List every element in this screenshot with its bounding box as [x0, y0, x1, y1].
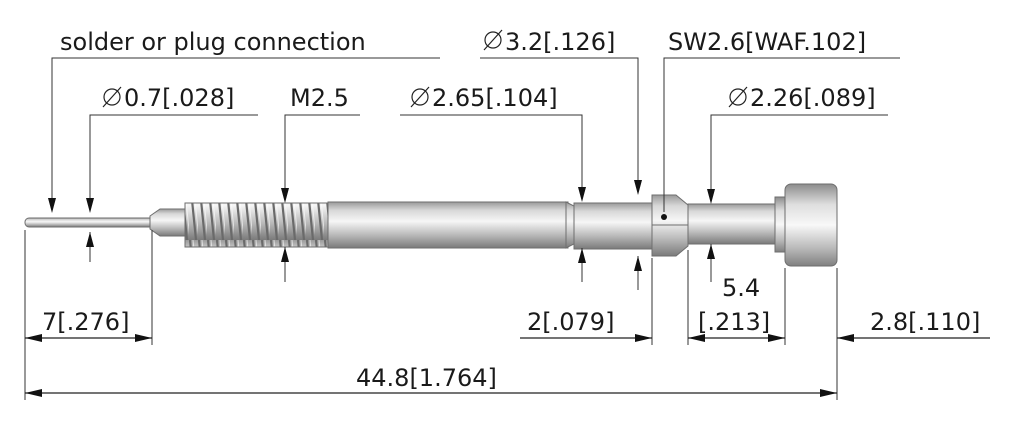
collar-diameter-label: 3.2[.126]: [505, 28, 615, 56]
shaft-diameter-label: 2.65[.104]: [432, 84, 558, 112]
len-collar-arrow-right: [635, 334, 652, 342]
solder-arrow: [48, 198, 56, 213]
diameter-icon: [102, 86, 122, 108]
neck-dia-arrow-top: [707, 189, 715, 204]
solder-leader-line: [51, 57, 440, 198]
glow-plug-part: [24, 183, 838, 267]
head-length-label: 2.8[.110]: [870, 308, 980, 336]
tip-pin: [24, 217, 156, 228]
diameter-icon: [410, 86, 430, 108]
hex-marker-dot: [661, 214, 667, 220]
solder-label: solder or plug connection: [60, 28, 366, 56]
len-total-arrow-right: [820, 389, 837, 397]
diameter-symbols: [102, 29, 748, 108]
thread-arrow-bottom: [281, 247, 289, 262]
head-terminal: [784, 183, 838, 267]
total-length-label: 44.8[1.764]: [356, 364, 497, 392]
tip-dia-arrow-top: [86, 198, 94, 213]
len-neck-arrow-left: [688, 334, 705, 342]
neck-dia-leader: [710, 114, 888, 190]
len-head-arrow-left: [837, 334, 854, 342]
tip-dia-leader: [89, 114, 258, 198]
neck-length-label: 5.4: [722, 274, 760, 302]
neck-diameter-label: 2.26[.089]: [750, 84, 876, 112]
shaft-dia-leader: [400, 114, 583, 188]
tip-dia-arrow-bottom: [86, 232, 94, 247]
shaft-dia-arrow-bottom: [578, 248, 586, 263]
taper-section: [149, 208, 187, 237]
dimension-geometry: [24, 57, 990, 400]
neck-dia-arrow-bottom: [707, 244, 715, 259]
thread-section: [184, 202, 331, 248]
shaft-dia-arrow-top: [578, 187, 586, 202]
len-tip-arrow-right: [135, 334, 152, 342]
hex-size-label: SW2.6[WAF.102]: [668, 28, 866, 56]
neck-section: [687, 203, 779, 245]
tip-length-label: 7[.276]: [42, 308, 129, 336]
collar-length-label: 2[.079]: [527, 308, 614, 336]
hex-leader: [663, 57, 900, 212]
collar-dia-arrow-bottom: [634, 256, 642, 271]
thread-label: M2.5: [290, 84, 349, 112]
neck-length-inch-label: [.213]: [698, 308, 770, 336]
thread-arrow-top: [281, 188, 289, 203]
shaft-shoulder: [565, 201, 575, 249]
len-tip-arrow-left: [25, 334, 42, 342]
diameter-icon: [483, 29, 503, 51]
tip-diameter-label: 0.7[.028]: [124, 84, 234, 112]
len-total-arrow-left: [25, 389, 42, 397]
thread-leader: [284, 114, 360, 188]
len-neck-arrow-right: [768, 334, 785, 342]
collar-dia-leader: [480, 57, 639, 180]
collar-dia-arrow-top: [634, 180, 642, 195]
diameter-icon: [728, 86, 748, 108]
collar: [573, 202, 655, 250]
main-shaft: [327, 201, 569, 249]
